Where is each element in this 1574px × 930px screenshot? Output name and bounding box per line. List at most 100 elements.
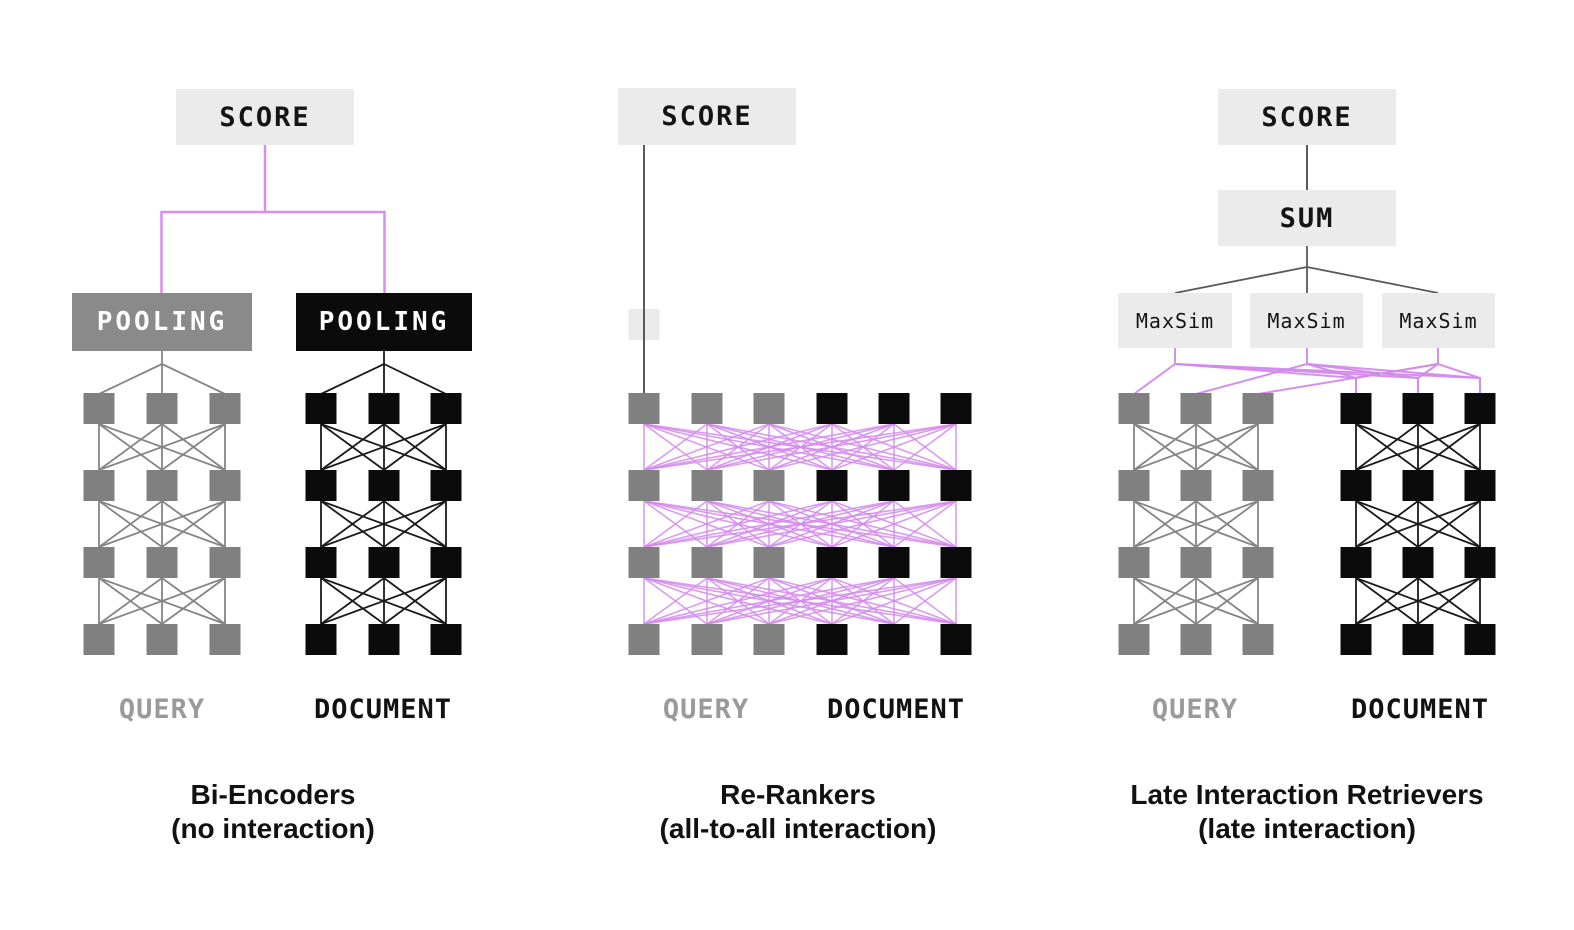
query-token-square xyxy=(146,393,178,424)
panel-caption: Late Interaction Retrievers (late intera… xyxy=(1130,778,1483,846)
query-token-square xyxy=(146,470,178,501)
all-to-all-connection xyxy=(768,500,957,548)
query-token-square xyxy=(628,470,660,501)
query-layer-connection xyxy=(1133,500,1197,548)
maxsim-document-line xyxy=(1437,363,1481,394)
query-label: QUERY xyxy=(118,694,206,725)
query-token-square xyxy=(691,470,723,501)
all-to-all-connection xyxy=(831,500,957,548)
query-token-square xyxy=(1118,470,1150,501)
all-to-all-connection xyxy=(643,423,833,471)
document-token-square xyxy=(816,547,848,578)
pooling-fan-document xyxy=(320,363,385,395)
pooling-box-query: POOLING xyxy=(72,293,252,351)
document-token-square xyxy=(305,470,337,501)
document-token-square xyxy=(816,393,848,424)
document-token-square xyxy=(368,393,400,424)
query-token-square xyxy=(83,624,115,655)
document-token-square xyxy=(305,624,337,655)
document-layer-connection xyxy=(320,500,385,548)
document-token-square xyxy=(1402,547,1434,578)
document-token-square xyxy=(878,624,910,655)
document-token-square xyxy=(1464,393,1496,424)
document-layer-connection xyxy=(1355,423,1481,471)
query-layer-connection xyxy=(1195,577,1259,625)
all-to-all-connection xyxy=(643,577,895,625)
score-box: SCORE xyxy=(1218,89,1396,145)
query-token-square xyxy=(691,624,723,655)
query-layer-connection xyxy=(1133,500,1259,548)
all-to-all-connection xyxy=(643,577,833,625)
document-token-square xyxy=(430,624,462,655)
score-box: SCORE xyxy=(176,89,354,145)
document-token-square xyxy=(1464,547,1496,578)
document-token-square xyxy=(1402,470,1434,501)
document-token-square xyxy=(940,393,972,424)
query-token-square xyxy=(1242,547,1274,578)
query-token-square xyxy=(209,393,241,424)
query-layer-connection xyxy=(98,423,163,471)
all-to-all-connection xyxy=(831,577,957,625)
sum-fan-line xyxy=(1306,266,1439,294)
all-to-all-connection xyxy=(893,423,957,471)
document-layer-connection xyxy=(1355,500,1481,548)
all-to-all-connection xyxy=(643,500,708,548)
query-layer-connection xyxy=(161,500,226,548)
query-layer-connection xyxy=(1133,577,1259,625)
all-to-all-connection xyxy=(643,577,770,625)
document-token-square xyxy=(1340,624,1372,655)
document-layer-connection xyxy=(1417,577,1481,625)
query-layer-connection xyxy=(161,423,226,471)
document-token-square xyxy=(1340,470,1372,501)
pooling-fan-document xyxy=(383,363,447,395)
maxsim-query-line xyxy=(1195,363,1308,395)
query-layer-connection xyxy=(1195,500,1259,548)
all-to-all-connection xyxy=(706,500,957,548)
query-token-square xyxy=(628,547,660,578)
all-to-all-connection xyxy=(893,500,957,548)
query-token-square xyxy=(1118,624,1150,655)
all-to-all-connection xyxy=(643,423,895,471)
document-token-square xyxy=(430,547,462,578)
query-token-square xyxy=(753,393,785,424)
query-token-square xyxy=(1180,393,1212,424)
maxsim-query-line xyxy=(1133,363,1176,395)
all-to-all-connection xyxy=(706,577,957,625)
score-bracket-line xyxy=(160,210,386,293)
query-token-square xyxy=(628,624,660,655)
maxsim-document-line xyxy=(1355,363,1439,394)
document-layer-connection xyxy=(383,577,447,625)
all-to-all-connection xyxy=(706,423,957,471)
document-token-square xyxy=(940,547,972,578)
query-layer-connection xyxy=(98,577,163,625)
query-token-square xyxy=(1242,393,1274,424)
query-token-square xyxy=(146,547,178,578)
query-token-square xyxy=(209,624,241,655)
caption-title: Bi-Encoders xyxy=(190,779,356,810)
pooling-fan-query xyxy=(98,363,163,395)
query-layer-connection xyxy=(98,500,163,548)
all-to-all-connection xyxy=(643,500,770,548)
document-layer-connection xyxy=(1417,423,1481,471)
document-label: DOCUMENT xyxy=(826,694,966,725)
document-layer-connection xyxy=(320,423,385,471)
query-layer-connection xyxy=(1133,577,1197,625)
query-token-square xyxy=(209,470,241,501)
document-token-square xyxy=(368,470,400,501)
all-to-all-connection xyxy=(643,423,708,471)
all-to-all-connection xyxy=(643,423,770,471)
document-token-square xyxy=(430,470,462,501)
document-layer-connection xyxy=(1417,500,1481,548)
document-token-square xyxy=(878,393,910,424)
document-token-square xyxy=(368,547,400,578)
all-to-all-connection xyxy=(643,577,957,625)
document-token-square xyxy=(1402,393,1434,424)
all-to-all-connection xyxy=(643,423,957,471)
maxsim-box: MaxSim xyxy=(1382,293,1495,348)
query-layer-connection xyxy=(1195,423,1259,471)
document-layer-connection xyxy=(383,500,447,548)
score-box: SCORE xyxy=(618,88,796,145)
caption-title: Re-Rankers xyxy=(720,779,876,810)
